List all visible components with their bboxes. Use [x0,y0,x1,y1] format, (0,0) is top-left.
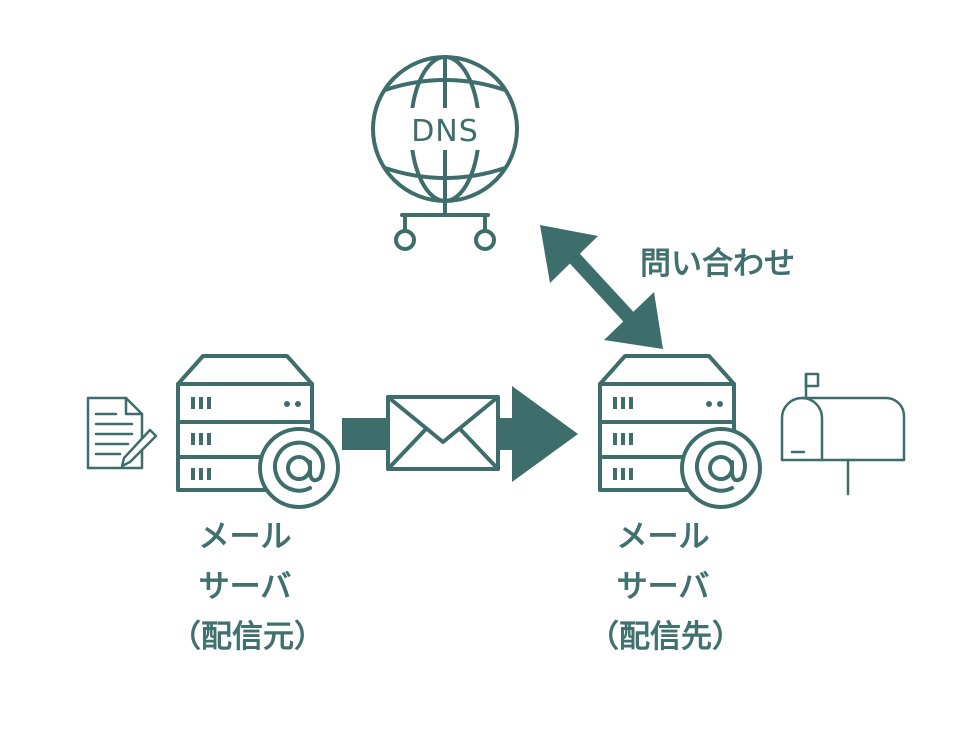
query-label: 問い合わせ [640,246,795,282]
source-mail-server-icon [176,354,340,509]
destination-label-line-2: サーバ [616,569,710,605]
mailbox-icon [780,372,906,496]
destination-server-label: メール サーバ （配信先） [588,512,743,662]
source-label-line-2: サーバ [198,569,292,605]
source-label-line-1: メール [198,519,292,555]
dns-label: DNS [411,114,479,149]
destination-label-line-3: （配信先） [588,619,743,655]
source-label-line-3: （配信元） [170,619,325,655]
destination-mail-server-icon [598,354,762,509]
source-server-label: メール サーバ （配信元） [170,512,325,662]
destination-label-line-1: メール [616,519,710,555]
bidirectional-arrow-icon [540,225,663,349]
document-pen-icon [86,396,158,470]
dns-globe-icon: DNS [371,55,519,251]
envelope-arrow-icon [342,386,578,482]
